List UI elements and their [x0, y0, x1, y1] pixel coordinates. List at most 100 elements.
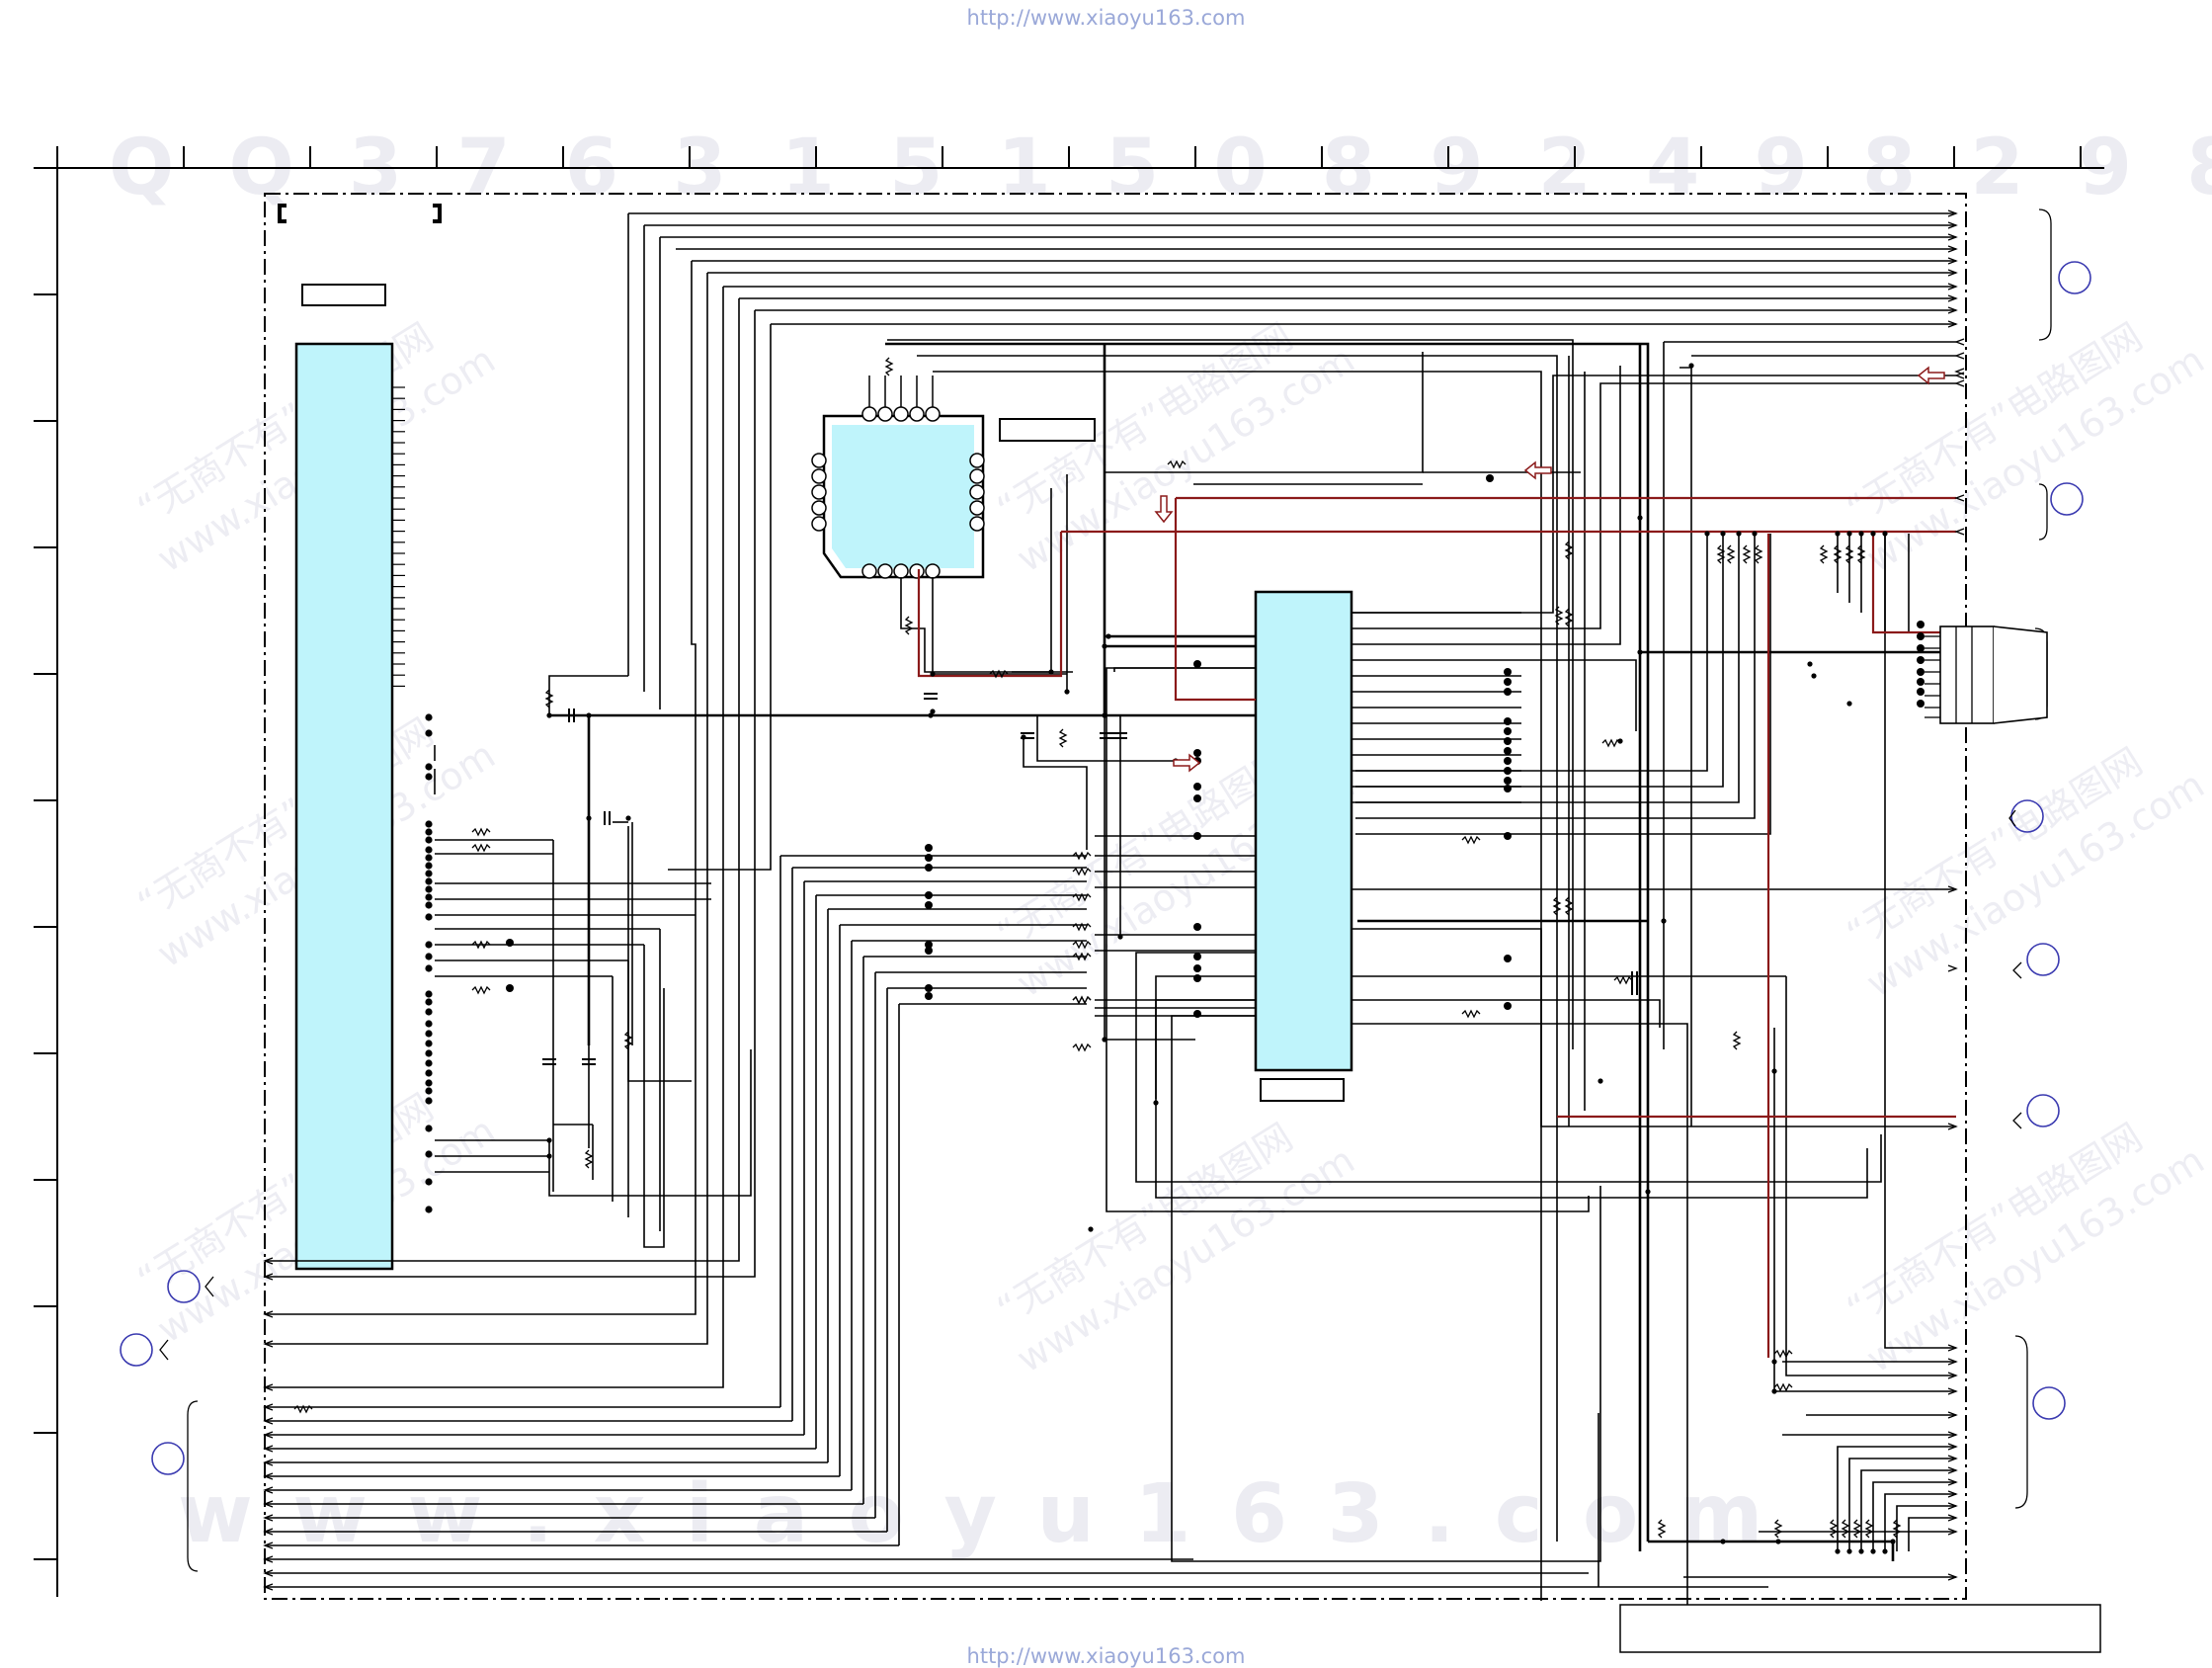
junction-dot — [1048, 669, 1054, 675]
pin-circle — [969, 484, 985, 500]
resistor — [471, 843, 491, 853]
junction-dot — [1858, 1548, 1864, 1554]
junction-dot — [425, 913, 433, 921]
connector-circle-9 — [151, 1442, 185, 1475]
junction-dot — [1064, 689, 1070, 695]
junction-dot — [425, 1097, 433, 1105]
arrow-right — [1947, 257, 1958, 265]
junction-dot — [425, 1069, 433, 1077]
wire — [1352, 928, 1956, 1127]
arrow-right — [1947, 1358, 1958, 1366]
resistor — [1829, 1519, 1839, 1539]
junction-dot — [1193, 953, 1201, 960]
resistor — [471, 940, 491, 950]
junction-dot — [425, 820, 433, 828]
junction-dot — [1504, 678, 1512, 686]
watermark-bottom-url: w w w . x i a o y u 1 6 3 . c o m — [178, 1467, 1768, 1561]
junction-dot — [546, 712, 552, 718]
wire — [265, 261, 696, 1315]
resistor — [1072, 867, 1092, 876]
resistor — [1613, 975, 1633, 985]
resistor — [1461, 835, 1481, 845]
resistor — [1167, 459, 1187, 469]
arrow-left — [263, 1445, 274, 1453]
pin-circle — [811, 484, 827, 500]
junction-dot — [425, 1150, 433, 1158]
pin-circle — [877, 406, 893, 422]
junction-dot — [1917, 678, 1925, 686]
pin-circle — [811, 468, 827, 484]
wire — [548, 1049, 752, 1197]
wire — [1155, 975, 1868, 1199]
wire — [627, 826, 692, 1082]
junction-dot — [1917, 656, 1925, 664]
resistor — [623, 1031, 633, 1050]
arrow-left — [263, 1486, 274, 1494]
junction-dot — [1193, 964, 1201, 972]
junction-dot — [586, 815, 592, 821]
wire — [887, 339, 1574, 1049]
arrow-left — [263, 1340, 274, 1348]
junction-dot — [1504, 727, 1512, 735]
connector-circle-2 — [2050, 482, 2084, 516]
junction-dot — [1917, 621, 1925, 628]
junction-dot — [925, 941, 933, 949]
junction-dot — [546, 1153, 552, 1159]
wire — [1135, 952, 1882, 1183]
arrow-left — [1954, 338, 1965, 346]
junction-dots — [425, 363, 1925, 1554]
junction-dot — [425, 1087, 433, 1095]
junction-dot — [1858, 531, 1864, 537]
junction-dot — [1775, 1539, 1781, 1544]
pin-circle — [969, 516, 985, 532]
connector-circle-8 — [120, 1333, 153, 1367]
junction-dot — [1720, 1539, 1726, 1544]
resistor — [1852, 1519, 1862, 1539]
arrow-right — [1947, 1528, 1958, 1536]
arrow-right — [1947, 1443, 1958, 1451]
resistor — [1072, 922, 1092, 932]
resistor — [1564, 896, 1574, 916]
junction-dot — [1882, 531, 1888, 537]
wire — [1896, 1505, 1956, 1551]
wires-bold — [549, 342, 1940, 1561]
junction-dot — [1504, 668, 1512, 676]
resistor — [1657, 1519, 1667, 1539]
junction-dot — [586, 712, 592, 718]
resistor — [471, 827, 491, 837]
wire — [1113, 667, 1257, 682]
junction-dot — [1870, 1548, 1876, 1554]
junction-dot — [425, 893, 433, 901]
pin-circle — [893, 406, 909, 422]
resistor — [1864, 1519, 1874, 1539]
junction-dot — [425, 885, 433, 893]
resistor — [1072, 952, 1092, 961]
junction-dot — [1835, 1548, 1841, 1554]
arrow-left — [263, 1583, 274, 1591]
junction-dot — [1835, 531, 1841, 537]
junction-dot — [1504, 717, 1512, 725]
label-box-2 — [999, 418, 1096, 442]
arrow-left — [263, 1542, 274, 1549]
junction-dot — [425, 1125, 433, 1132]
junction-dot — [506, 984, 514, 992]
flow-arrow-3 — [1154, 495, 1174, 524]
junction-dot — [1504, 737, 1512, 745]
resistor — [544, 689, 554, 709]
arrow-left — [263, 1555, 274, 1563]
connectors — [120, 261, 2091, 1475]
arrow-left — [263, 1569, 274, 1577]
wire — [917, 355, 1558, 1542]
junction-dot — [425, 1206, 433, 1213]
arrow-right — [1947, 320, 1958, 328]
junction-dot — [1486, 474, 1494, 482]
junction-dot — [1193, 923, 1201, 931]
junction-dot — [1504, 688, 1512, 696]
junction-dot — [425, 1020, 433, 1028]
wire — [1355, 534, 1724, 788]
junction-dot — [925, 901, 933, 909]
junction-dot — [425, 1178, 433, 1186]
resistor — [471, 985, 491, 995]
junction-dot — [1504, 785, 1512, 792]
resistor — [1058, 728, 1068, 748]
